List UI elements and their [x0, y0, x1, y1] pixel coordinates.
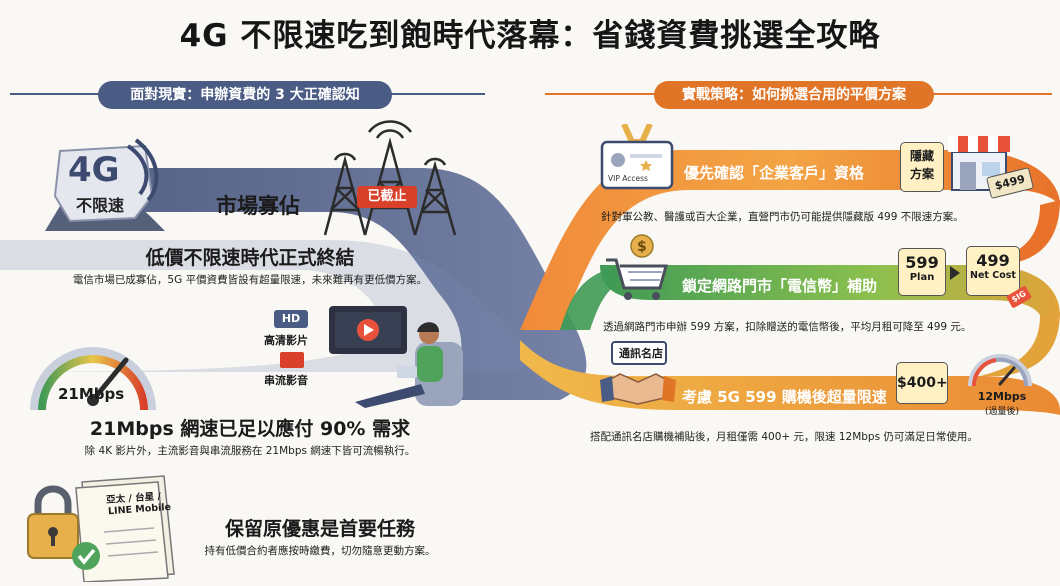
speed-gauge-21mbps: 21Mbps — [28, 315, 158, 415]
padlock-icon — [27, 475, 175, 583]
band2-strategy-text: 鎖定網路門市「電信幣」補助 — [682, 277, 878, 295]
item1-heading: 低價不限速時代正式終結 — [145, 247, 355, 269]
left-section-header: 面對現實：申辦資費的 3 大正確認知 — [98, 81, 392, 109]
band1-strategy-text: 優先確認「企業客戶」資格 — [684, 164, 865, 182]
hd-video-label: 高清影片 — [264, 334, 308, 347]
person-watching-video-illustration — [325, 302, 465, 410]
band3-strategy-text: 考慮 5G 599 購機後超量限速 — [682, 388, 887, 406]
item3-description: 持有低價合約者應按時繳費，切勿隨意更動方案。 — [204, 545, 436, 557]
arrow-right-icon — [950, 266, 960, 280]
item1-description: 電信市場已成寡佔，5G 平價資費皆設有超量限速，未來難再有更低價方案。 — [72, 274, 428, 286]
plan-599-label: Plan — [909, 272, 935, 283]
streaming-icons-group: HD 高清影片 串流影音 — [262, 310, 322, 390]
person-watching-icon — [329, 306, 463, 408]
band1-note: 針對軍公教、醫護或百大企業，直營門市仍可能提供隱藏版 499 不限速方案。 — [601, 211, 964, 223]
svg-text:$: $ — [637, 239, 647, 255]
4g-unlimited-badge-illustration: 4G 不限速 — [40, 136, 170, 236]
gauge-12mbps-label: (過量後) — [984, 407, 1020, 417]
vip-access-card: VIP Access — [600, 122, 674, 190]
tower-icon — [323, 120, 457, 236]
storefront-illustration — [944, 130, 1014, 192]
market-oligopoly-label: 市場寡佔 — [216, 194, 300, 218]
hidden-plan-tag: 隱藏 方案 — [900, 142, 944, 192]
plan-599-card: 599 Plan — [898, 248, 946, 296]
price-400-tag: $400+ — [896, 362, 948, 404]
vip-badge-icon — [600, 122, 674, 190]
item2-heading: 21Mbps 網速已足以應付 90% 需求 — [89, 418, 411, 440]
plan-599-value: 599 — [905, 253, 939, 272]
hd-badge: HD — [274, 310, 308, 328]
film-strip-icon — [280, 352, 304, 368]
handshake-shop-illustration: 通訊名店 — [598, 340, 678, 410]
streaming-label: 串流影音 — [264, 374, 308, 387]
gauge-12mbps-value: 12Mbps — [977, 390, 1027, 403]
right-section-header: 實戰策略：如何挑選合用的平價方案 — [654, 81, 934, 109]
badge-4g-text: 4G — [68, 150, 120, 190]
speedometer-icon — [30, 347, 156, 411]
stopped-sign: 已截止 — [357, 186, 417, 208]
store-icon — [948, 136, 1010, 191]
badge-unlimited-text: 不限速 — [76, 196, 125, 215]
net-cost-499-value: 499 — [976, 251, 1010, 270]
rock-icon — [45, 138, 165, 231]
handshake-icon — [600, 341, 676, 405]
shop-sign-label: 通訊名店 — [619, 347, 663, 360]
speed-gauge-12mbps — [968, 354, 1032, 388]
page-title: 4G 不限速吃到飽時代落幕：省錢資費挑選全攻略 — [179, 18, 881, 54]
band3-note: 搭配通訊名店購機補貼後，月租僅需 400+ 元，限速 12Mbps 仍可滿足日常… — [590, 431, 978, 443]
shopping-cart-coin-illustration: $ — [604, 232, 670, 302]
small-speedometer-icon — [968, 354, 1032, 387]
net-cost-label: Net Cost — [970, 270, 1016, 281]
vip-access-label: VIP Access — [608, 174, 648, 183]
item3-heading: 保留原優惠是首要任務 — [224, 518, 415, 540]
telecom-towers-illustration: 已截止 — [305, 120, 475, 240]
shopping-cart-icon: $ — [606, 234, 668, 300]
net-cost-499-card: 499 Net Cost — [966, 246, 1020, 296]
band2-note: 透過網路門市申辦 599 方案，扣除贈送的電信幣後，平均月租可降至 499 元。 — [603, 321, 972, 333]
gauge-speed-label: 21Mbps — [58, 385, 125, 403]
locked-contract-illustration: 亞太 / 台星 / LINE Mobile — [24, 474, 184, 583]
item2-description: 除 4K 影片外，主流影音與串流服務在 21Mbps 網速下皆可流暢執行。 — [84, 445, 416, 457]
